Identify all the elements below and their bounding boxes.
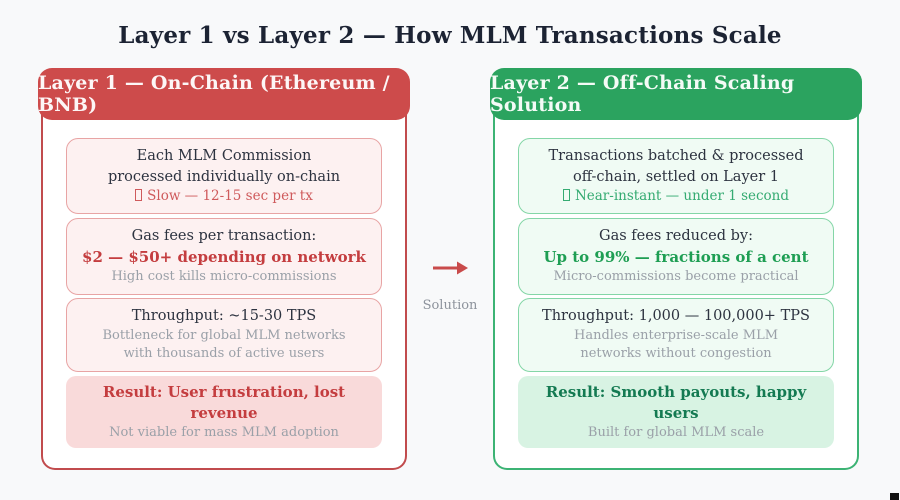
layer1-panel-body: Each MLM Commission processed individual… xyxy=(41,114,407,470)
card-subtext: High cost kills micro-commissions xyxy=(111,269,337,285)
card-subtext: Bottleneck for global MLM networks xyxy=(102,328,346,343)
layer2-panel-title: Layer 2 — Off-Chain Scaling Solution xyxy=(490,72,795,116)
card-line: Throughput: ~15-30 TPS xyxy=(131,308,317,325)
card-line: Each MLM Commission xyxy=(136,148,312,164)
layer1-panel-header: Layer 1 — On-Chain (Ethereum / BNB) xyxy=(38,68,410,120)
layer2-panel-header: Layer 2 — Off-Chain Scaling Solution xyxy=(490,68,862,120)
layer1-processing-card: Each MLM Commission processed individual… xyxy=(66,138,382,215)
card-subtext: Micro-commissions become practical xyxy=(553,269,799,285)
badge-text: Slow — 12-15 sec per tx xyxy=(147,188,313,205)
result-subtext: Built for global MLM scale xyxy=(587,424,765,440)
card-subtext: with thousands of active users xyxy=(123,346,325,362)
layer1-throughput-card: Throughput: ~15-30 TPS Bottleneck for gl… xyxy=(66,298,382,372)
layer2-panel-body: Transactions batched & processed off-cha… xyxy=(493,114,859,470)
card-line: Gas fees per transaction: xyxy=(131,228,317,245)
layer2-result-card: Result: Smooth payouts, happy users Buil… xyxy=(518,375,834,448)
card-line: Gas fees reduced by: xyxy=(599,228,753,245)
card-subtext: Handles enterprise-scale MLM xyxy=(573,328,779,343)
layer2-panel: Layer 2 — Off-Chain Scaling Solution Tra… xyxy=(490,68,862,470)
layer1-panel: Layer 1 — On-Chain (Ethereum / BNB) Each… xyxy=(38,68,410,470)
result-subtext: Not viable for mass MLM adoption xyxy=(109,424,339,440)
card-line: processed individually on-chain xyxy=(107,168,341,185)
layer1-fees-card: Gas fees per transaction: $2 — $50+ depe… xyxy=(66,218,382,295)
card-line: Transactions batched & processed xyxy=(548,148,804,164)
badge-text: Near-instant — under 1 second xyxy=(574,188,790,205)
card-highlight: Up to 99% — fractions of a cent xyxy=(543,247,809,266)
card-badge: Near-instant — under 1 second xyxy=(527,187,825,206)
card-line: Throughput: 1,000 — 100,000+ TPS xyxy=(542,308,810,325)
layer1-result-card: Result: User frustration, lost revenue N… xyxy=(66,375,382,448)
result-title: Result: User frustration, lost revenue xyxy=(102,382,346,422)
layer2-fees-card: Gas fees reduced by: Up to 99% — fractio… xyxy=(518,218,834,295)
card-subtext: networks without congestion xyxy=(580,346,772,362)
layer2-processing-card: Transactions batched & processed off-cha… xyxy=(518,138,834,215)
result-title: Result: Smooth payouts, happy users xyxy=(545,382,807,422)
missing-glyph-icon xyxy=(562,189,570,202)
solution-connector: Solution xyxy=(410,250,490,313)
right-arrow-icon xyxy=(431,250,469,286)
card-badge: Slow — 12-15 sec per tx xyxy=(75,187,373,206)
layer1-panel-title: Layer 1 — On-Chain (Ethereum / BNB) xyxy=(38,72,390,116)
layer2-throughput-card: Throughput: 1,000 — 100,000+ TPS Handles… xyxy=(518,298,834,372)
solution-label: Solution xyxy=(422,298,478,313)
card-highlight: $2 — $50+ depending on network xyxy=(82,247,366,266)
corner-artifact xyxy=(890,493,899,500)
page-title: Layer 1 vs Layer 2 — How MLM Transaction… xyxy=(118,22,782,49)
missing-glyph-icon xyxy=(135,189,143,202)
card-line: off-chain, settled on Layer 1 xyxy=(573,168,779,185)
